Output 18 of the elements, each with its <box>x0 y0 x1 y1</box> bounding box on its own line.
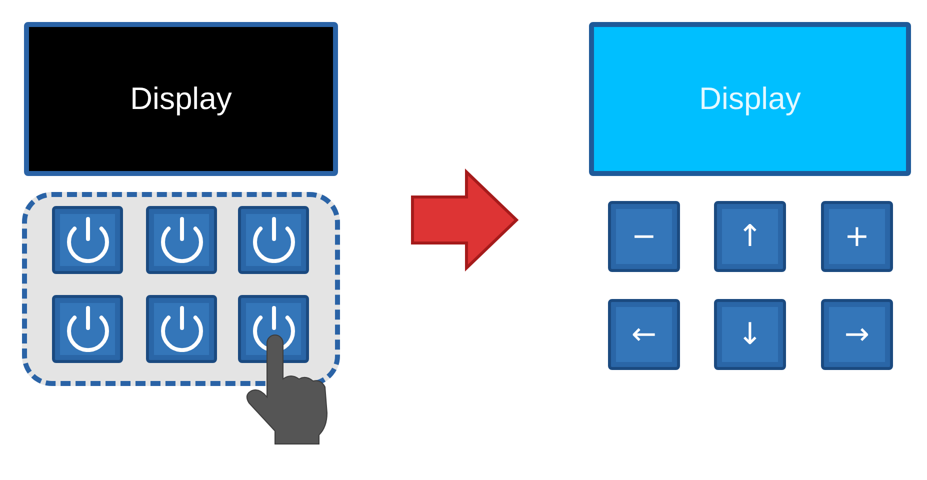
power-key <box>238 295 309 363</box>
arrow <box>411 168 519 272</box>
plus-key: + <box>821 201 893 272</box>
power-key <box>146 295 217 363</box>
power-key <box>52 295 123 363</box>
down-arrow-key: ↓ <box>714 299 786 370</box>
display-screen <box>24 22 338 176</box>
right-arrow-key: → <box>821 299 893 370</box>
keypad-panel <box>22 192 340 386</box>
power-key <box>146 206 217 274</box>
display-label: Display <box>699 82 801 116</box>
minus-key: − <box>608 201 680 272</box>
up-arrow-key: ↑ <box>714 201 786 272</box>
power-key <box>52 206 123 274</box>
power-key <box>238 206 309 274</box>
display-label: Display <box>130 82 232 116</box>
left-arrow-key: ← <box>608 299 680 370</box>
display-screen <box>589 22 911 176</box>
